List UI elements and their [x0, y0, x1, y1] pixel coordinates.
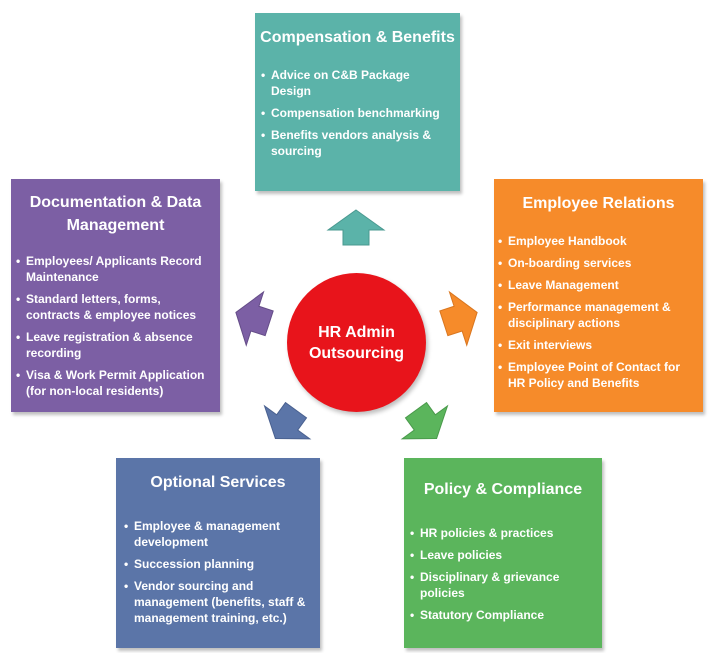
list-item: Performance management & disciplinary ac… [498, 299, 697, 331]
list-item: Succession planning [124, 556, 314, 572]
list-item: Benefits vendors analysis & sourcing [261, 127, 452, 159]
policy-compliance-list: HR policies & practices Leave policies D… [410, 525, 596, 623]
list-item: Standard letters, forms, contracts & emp… [16, 291, 212, 323]
optional-services-list: Employee & management development Succes… [124, 518, 314, 626]
list-item: Disciplinary & grievance policies [410, 569, 596, 601]
arrow-down-right-icon [400, 401, 449, 440]
optional-services-box: Optional Services Employee & management … [116, 458, 320, 648]
documentation-list: Employees/ Applicants Record Maintenance… [16, 253, 212, 399]
list-item: Statutory Compliance [410, 607, 596, 623]
compensation-benefits-box: Compensation & Benefits Advice on C&B Pa… [255, 13, 460, 191]
policy-compliance-title: Policy & Compliance [423, 481, 583, 498]
list-item: Employee & management development [124, 518, 314, 550]
list-item: Leave registration & absence recording [16, 329, 212, 361]
center-title: HR Admin Outsourcing [308, 323, 405, 362]
list-item: Employee Point of Contact for HR Policy … [498, 359, 697, 391]
documentation-title: Documentation & Data Management [29, 194, 202, 234]
arrow-up-icon [326, 209, 386, 246]
employee-relations-box: Employee Relations Employee Handbook On-… [494, 179, 703, 412]
documentation-box: Documentation & Data Management Employee… [11, 179, 220, 412]
list-item: Compensation benchmarking [261, 105, 452, 121]
hr-admin-outsourcing-circle: HR Admin Outsourcing [287, 273, 426, 412]
arrow-down-left-icon [263, 401, 312, 440]
list-item: Vendor sourcing and management (benefits… [124, 578, 314, 626]
list-item: Employees/ Applicants Record Maintenance [16, 253, 212, 285]
compensation-benefits-list: Advice on C&B Package Design Compensatio… [261, 67, 452, 159]
compensation-benefits-title: Compensation & Benefits [260, 29, 455, 46]
list-item: Employee Handbook [498, 233, 697, 249]
arrow-left-icon [235, 290, 274, 347]
list-item: Leave Management [498, 277, 697, 293]
list-item: Visa & Work Permit Application (for non-… [16, 367, 212, 399]
list-item: Advice on C&B Package Design [261, 67, 452, 99]
list-item: HR policies & practices [410, 525, 596, 541]
list-item: Leave policies [410, 547, 596, 563]
optional-services-title: Optional Services [150, 474, 286, 491]
list-item: On-boarding services [498, 255, 697, 271]
policy-compliance-box: Policy & Compliance HR policies & practi… [404, 458, 602, 648]
arrow-right-icon [439, 290, 478, 347]
list-item: Exit interviews [498, 337, 697, 353]
employee-relations-list: Employee Handbook On-boarding services L… [498, 233, 697, 391]
employee-relations-title: Employee Relations [522, 195, 675, 212]
